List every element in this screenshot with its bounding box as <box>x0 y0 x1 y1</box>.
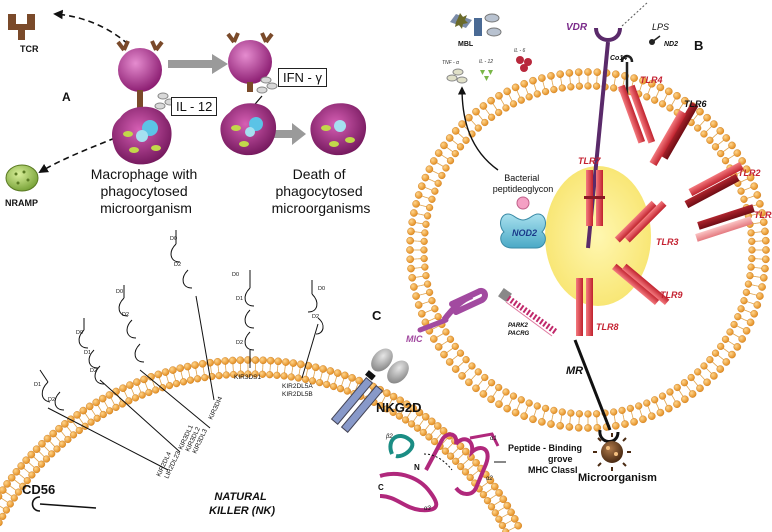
tlr8-label: TLR8 <box>596 322 619 332</box>
panel-c-letter: C <box>372 308 382 323</box>
lps-label: LPS <box>652 22 669 32</box>
tlr8-receptor <box>576 278 593 336</box>
mic-receptor <box>417 288 488 333</box>
tlr3-label: TLR3 <box>656 237 679 247</box>
tcr-label: TCR <box>20 44 39 54</box>
svg-text:KIR3DI4: KIR3DI4 <box>207 395 224 421</box>
tlr7-receptor <box>584 170 605 226</box>
tlr9-receptor <box>611 263 670 306</box>
mhc-class-i-molecule <box>379 432 500 513</box>
tlr1-label: TLR1 <box>754 210 772 220</box>
park2-pacrg-icon <box>498 288 558 337</box>
kir-receptors <box>39 230 324 471</box>
nkg2d-receptor <box>330 348 409 433</box>
microorganism-icon <box>593 433 631 471</box>
panel-b-letter: B <box>694 38 703 53</box>
tlr2-receptor <box>684 161 744 209</box>
nd2-small-label: ND2 <box>664 41 678 48</box>
nod2-label: NOD2 <box>512 228 537 238</box>
tlr4-receptor <box>617 84 656 144</box>
tlr1-receptor <box>695 204 755 242</box>
tcr-icon <box>8 14 35 40</box>
il6-icon <box>516 56 532 72</box>
il12-b-label: IL - 12 <box>479 59 493 65</box>
arrow-to-nramp <box>38 137 116 173</box>
tlr2-label: TLR2 <box>738 168 761 178</box>
co14-label: Co14 <box>610 55 627 62</box>
natural-killer-label: NATURAL KILLER (NK) <box>209 491 275 517</box>
nramp-microbe-icon <box>5 164 39 192</box>
mbl-label: MBL <box>458 41 474 48</box>
peptide-binding-label: Peptide - Binding grove MHC ClassI <box>508 443 585 475</box>
kir-name-labels: KIR2DL4 LIR2DL23 KIR3DL1 KIR3DL2 KIR3DL3… <box>155 374 313 480</box>
macrophage-caption: Macrophage with phagocytosed microorgani… <box>91 166 202 216</box>
tlr6-receptor <box>649 102 699 166</box>
park2-label: PARK2 PACRG <box>508 323 530 337</box>
panel-a-letter: A <box>62 90 71 104</box>
tlr9-label: TLR9 <box>660 290 683 300</box>
mhc-c-label: C <box>378 483 384 492</box>
microorganism-label: Microorganism <box>578 472 657 484</box>
tlr6-label: TLR6 <box>684 99 707 109</box>
mr-receptor <box>573 339 620 443</box>
grey-arrow-top <box>168 54 228 74</box>
nkg2d-label: NKG2D <box>376 400 422 415</box>
macrophage-right <box>310 103 367 156</box>
svg-text:KIR2DL5A: KIR2DL5A <box>282 383 313 390</box>
kir-domain-labels: D1 D2 D0 D1 D2 D0 D2 D0 D1 D2 D0 D2 D0 D… <box>34 236 327 403</box>
tlr3-receptor <box>614 200 667 243</box>
macrophage-middle <box>220 103 277 156</box>
svg-text:KIR3DS1: KIR3DS1 <box>234 374 261 381</box>
il12-b-icon <box>480 70 493 81</box>
t-cell-right <box>226 32 274 92</box>
t-cell-left <box>116 40 164 108</box>
nod2-icon <box>500 196 546 249</box>
tlr7-label: TLR7 <box>578 156 601 166</box>
mic-label: MIC <box>406 334 423 344</box>
grey-arrow-bottom <box>266 123 306 145</box>
mhc-n-label: N <box>414 463 420 472</box>
il6-label: IL - 6 <box>514 48 526 54</box>
il12-cytokine-icon <box>154 92 176 110</box>
bacterial-label: Bacterial peptideoglycon <box>493 173 554 194</box>
cd56-receptor <box>31 496 97 512</box>
nramp-label: NRAMP <box>5 198 38 208</box>
tlr4-label: TLR4 <box>640 75 663 85</box>
ifn-gamma-box: IFN - γ <box>278 68 327 87</box>
mhc-domain-labels: α1 α2 α3 β2 <box>385 434 498 512</box>
death-caption: Death of phagocytosed microorganisms <box>272 166 371 216</box>
il12-box: IL - 12 <box>171 97 218 116</box>
arrow-to-tcr <box>53 9 129 45</box>
tnf-label: TNF - α <box>442 60 459 66</box>
co14-receptor <box>620 35 661 96</box>
cd56-label: CD56 <box>22 482 55 497</box>
mr-label: MR <box>566 365 583 377</box>
mbl-icon <box>450 13 502 37</box>
tnf-cytokine-icon <box>446 68 468 84</box>
svg-text:KIR2DL5B: KIR2DL5B <box>282 391 313 398</box>
vdr-label: VDR <box>566 22 588 33</box>
ifn-cytokine-icon <box>256 76 278 94</box>
macrophage-left <box>112 106 172 165</box>
cytokine-release-arrow <box>457 86 499 171</box>
